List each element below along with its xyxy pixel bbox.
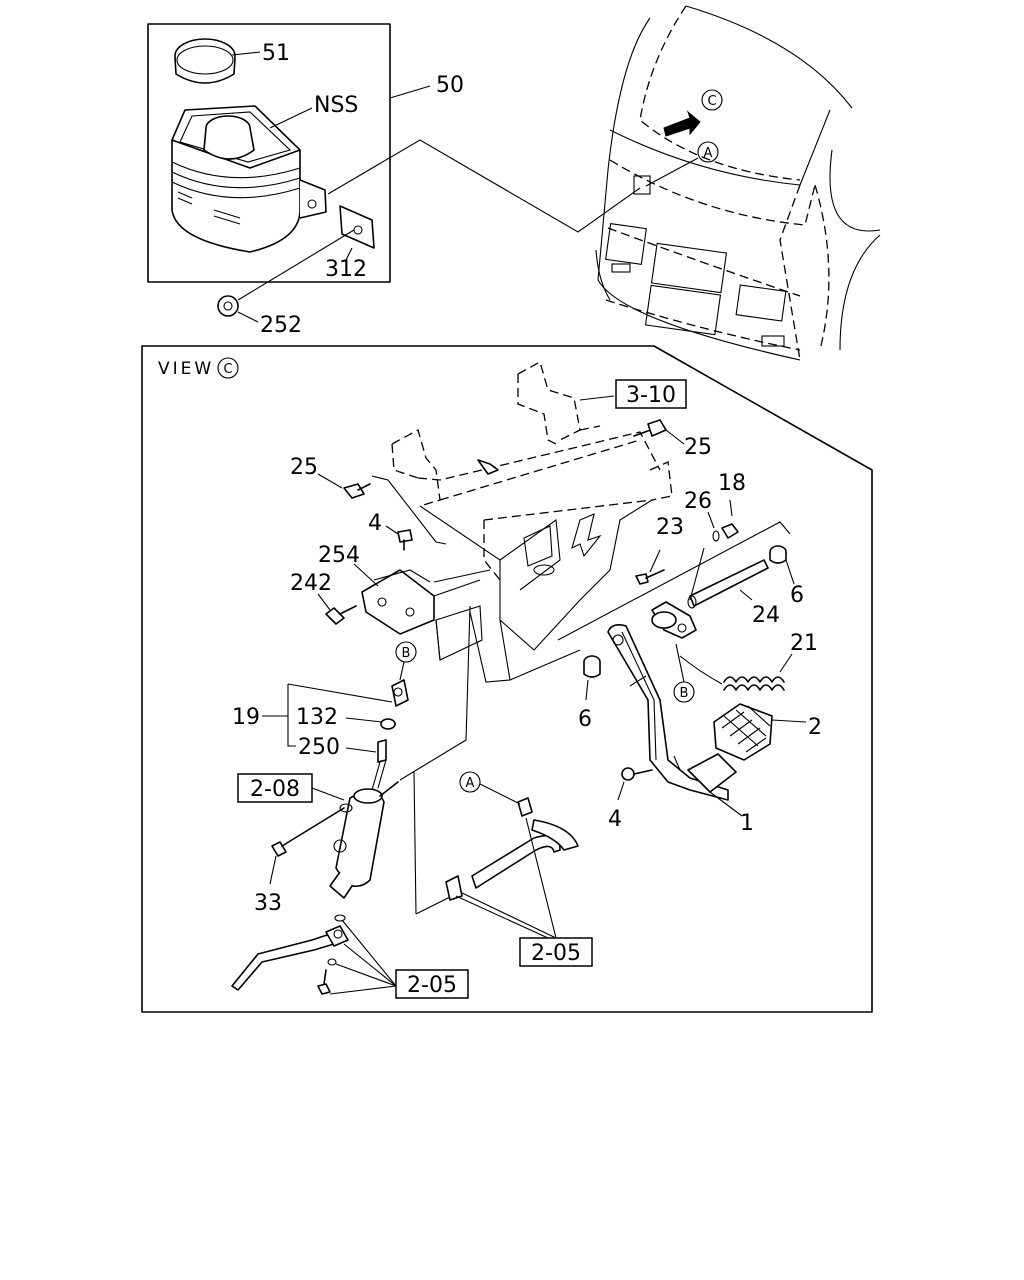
clutch-pedal <box>607 601 729 801</box>
nut-18 <box>721 523 739 539</box>
view-title: VIEW <box>158 359 214 379</box>
label-24: 24 <box>752 603 780 628</box>
label-19: 19 <box>232 705 260 730</box>
bolt-33 <box>271 807 345 857</box>
label-nss: NSS <box>314 93 358 118</box>
ref-3-10: 3-10 <box>626 383 676 408</box>
truck-cab <box>595 5 881 361</box>
reservoir-cap <box>174 38 236 84</box>
bolt-25-left <box>317 473 371 499</box>
spring-21 <box>679 655 785 691</box>
nut-132 <box>380 718 396 730</box>
bushing-6-left <box>583 655 601 678</box>
circle-b-clevis: B <box>402 646 411 661</box>
label-132: 132 <box>296 705 338 730</box>
clevis-b <box>391 641 417 707</box>
rod-250 <box>371 739 387 791</box>
reservoir-inset: 51 NSS 312 <box>147 23 391 283</box>
bracket-312 <box>339 205 375 249</box>
nut-252 <box>217 295 239 317</box>
pedal-pad <box>687 753 737 793</box>
ref-2-05-a: 2-05 <box>531 941 581 966</box>
label-18: 18 <box>718 471 746 496</box>
bolt-4-top <box>397 529 413 551</box>
label-4-top: 4 <box>368 511 382 536</box>
ref-2-08: 2-08 <box>250 777 300 802</box>
bolt-25-right <box>633 419 685 445</box>
label-51: 51 <box>262 41 290 66</box>
circle-a-hose: A <box>466 776 475 791</box>
label-21: 21 <box>790 631 818 656</box>
truck-circle-a: A <box>704 146 713 161</box>
pedal-rubber-2 <box>713 703 773 761</box>
view-c-frame: VIEW C <box>141 345 873 1013</box>
pipe-lower <box>231 914 349 995</box>
label-26: 26 <box>684 489 712 514</box>
bracket-254 <box>361 569 491 635</box>
reservoir-tank <box>171 105 327 253</box>
view-circle: C <box>223 362 232 377</box>
label-254: 254 <box>318 543 360 568</box>
label-23: 23 <box>656 515 684 540</box>
label-25-left: 25 <box>290 455 318 480</box>
washer-26 <box>712 530 720 542</box>
pedal-bracket <box>391 361 673 683</box>
label-33: 33 <box>254 891 282 916</box>
label-2: 2 <box>808 715 822 740</box>
pivot-shaft-24 <box>687 559 769 609</box>
label-4-bottom: 4 <box>608 807 622 832</box>
label-1: 1 <box>740 811 754 836</box>
bolt-23 <box>635 569 665 585</box>
label-6-left: 6 <box>578 707 592 732</box>
label-312: 312 <box>325 257 367 282</box>
label-25-right: 25 <box>684 435 712 460</box>
label-50: 50 <box>436 73 464 98</box>
ref-2-05-b: 2-05 <box>407 973 457 998</box>
label-6-right: 6 <box>790 583 804 608</box>
label-250: 250 <box>298 735 340 760</box>
bushing-6-right <box>769 545 787 564</box>
bolt-4-bottom <box>621 767 653 781</box>
circle-b-pedal: B <box>680 686 689 701</box>
master-cylinder <box>329 781 399 899</box>
label-242: 242 <box>290 571 332 596</box>
hose-upper <box>445 797 579 901</box>
bolt-242 <box>325 605 357 625</box>
label-252: 252 <box>260 313 302 338</box>
truck-circle-c: C <box>707 94 716 109</box>
